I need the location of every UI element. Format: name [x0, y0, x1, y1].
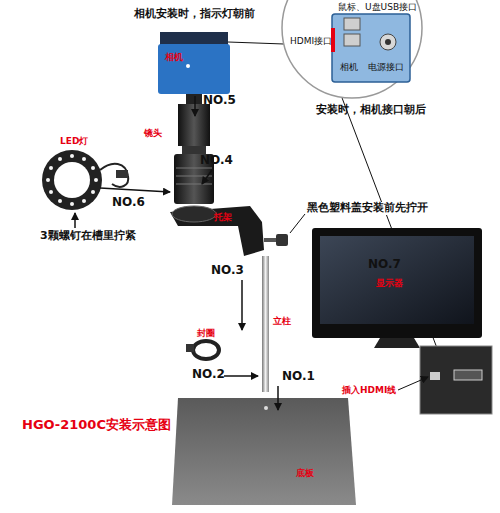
note-text: 3颗螺钉在槽里拧紧 — [40, 230, 136, 243]
callout-number: NO.5 — [203, 94, 236, 108]
callout-number: NO.3 — [211, 264, 244, 278]
port-label: 鼠标、U盘USB接口 — [338, 2, 417, 12]
part-name: 托架 — [214, 212, 232, 222]
note-text: 黑色塑料盖安装前先拧开 — [306, 202, 429, 215]
callout-number: NO.2 — [192, 368, 225, 382]
callout-number: NO.7 — [368, 258, 401, 272]
part-name: 立柱 — [273, 316, 291, 326]
part-name: 显示器 — [376, 278, 403, 288]
note-text: 相机安装时，指示灯朝前 — [134, 8, 255, 21]
part-name: 封圈 — [197, 328, 215, 338]
callout-number: NO.6 — [112, 196, 145, 210]
note-text: 安装时，相机接口朝后 — [316, 104, 426, 117]
callout-number: NO.4 — [200, 154, 233, 168]
diagram-title: HGO-2100C安装示意图 — [22, 418, 171, 433]
part-name: LED灯 — [60, 136, 88, 146]
part-name: 相机 — [165, 52, 183, 62]
part-name: 镜头 — [144, 128, 162, 138]
port-label: HDMI接口 — [290, 36, 332, 46]
part-name: 插入HDMI线 — [342, 385, 396, 395]
callout-number: NO.1 — [282, 370, 315, 384]
port-label: 电源接口 — [368, 62, 404, 72]
port-label: 相机 — [340, 62, 358, 72]
part-name: 底板 — [296, 468, 314, 478]
